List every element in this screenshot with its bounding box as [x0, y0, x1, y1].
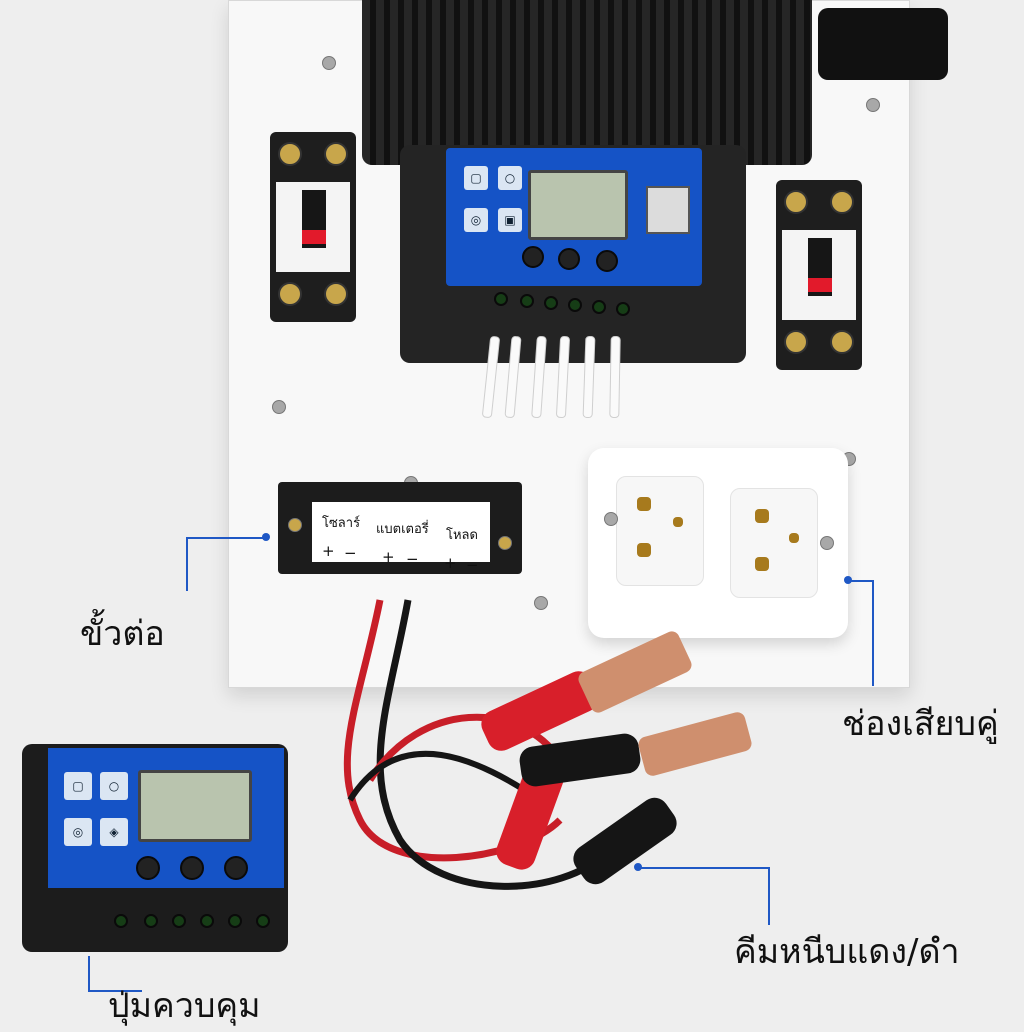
- inset-control-button[interactable]: [224, 856, 248, 880]
- control-button[interactable]: [522, 246, 544, 268]
- panel-icon: ▢: [464, 166, 488, 190]
- panel-icon: ▢: [64, 772, 92, 800]
- screw: [866, 98, 880, 112]
- callout-line: [186, 537, 266, 591]
- inset-status-led: [172, 914, 186, 928]
- polarity-plus: +: [444, 554, 457, 572]
- power-plug: [818, 8, 948, 80]
- power-inverter: [362, 0, 812, 165]
- status-led: [494, 292, 508, 306]
- bulb-icon: ○: [100, 772, 128, 800]
- polarity-minus: −: [466, 556, 479, 574]
- screw: [820, 536, 834, 550]
- callout-line: [638, 867, 770, 925]
- callout-buttons-label: ปุ่มควบคุม: [108, 986, 261, 1026]
- outlet-right[interactable]: [730, 488, 818, 598]
- control-button[interactable]: [596, 250, 618, 272]
- polarity-minus: −: [344, 544, 357, 562]
- settings-icon: ◎: [464, 208, 488, 232]
- inset-lcd-display: [138, 770, 252, 842]
- screw: [272, 400, 286, 414]
- callout-terminal-label: ขั้วต่อ: [80, 614, 165, 654]
- bulb-icon: ○: [498, 166, 522, 190]
- label-battery: แบตเตอรี่: [376, 522, 429, 537]
- inset-status-led: [200, 914, 214, 928]
- callout-socket-label: ช่องเสียบคู่: [842, 704, 999, 744]
- control-button[interactable]: [558, 248, 580, 270]
- callout-dot: [262, 533, 270, 541]
- inset-control-button[interactable]: [180, 856, 204, 880]
- usb-ports[interactable]: [646, 186, 690, 234]
- callout-clamps-label: คีมหนีบแดง/ดำ: [734, 932, 960, 972]
- label-load: โหลด: [446, 528, 478, 543]
- circuit-breaker-left[interactable]: [270, 132, 356, 322]
- status-led: [520, 294, 534, 308]
- label-solar: โซลาร์: [322, 516, 361, 531]
- status-led: [616, 302, 630, 316]
- polarity-plus: +: [382, 548, 395, 566]
- terminal-label-plate: [312, 502, 490, 562]
- status-led: [544, 296, 558, 310]
- settings-icon: ◎: [64, 818, 92, 846]
- callout-line: [88, 956, 142, 992]
- screw: [534, 596, 548, 610]
- inset-status-led: [228, 914, 242, 928]
- screw: [498, 536, 512, 550]
- inset-status-led: [114, 914, 128, 928]
- inset-control-button[interactable]: [136, 856, 160, 880]
- status-led: [568, 298, 582, 312]
- bluetooth-icon: ◈: [100, 818, 128, 846]
- inset-status-led: [256, 914, 270, 928]
- screw: [322, 56, 336, 70]
- polarity-plus: +: [322, 542, 335, 560]
- lcd-display: [528, 170, 628, 240]
- status-led: [592, 300, 606, 314]
- inset-status-led: [144, 914, 158, 928]
- screw: [604, 512, 618, 526]
- circuit-breaker-right[interactable]: [776, 180, 862, 370]
- lock-icon: ▣: [498, 208, 522, 232]
- callout-line: [848, 580, 874, 686]
- outlet-left[interactable]: [616, 476, 704, 586]
- screw: [288, 518, 302, 532]
- polarity-minus: −: [406, 550, 419, 568]
